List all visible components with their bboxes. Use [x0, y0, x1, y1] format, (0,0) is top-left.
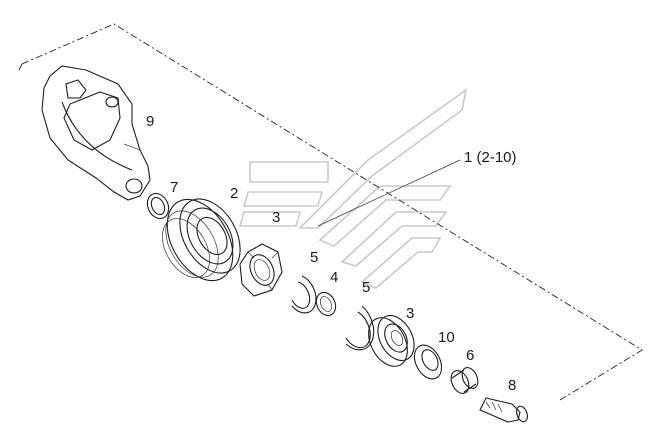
callout-bracket: 9 [146, 113, 154, 130]
bearing-large-part [162, 198, 241, 282]
callout-bolt: 8 [508, 377, 516, 394]
callout-circlip: 5 [362, 279, 370, 296]
assembly-boundary [17, 23, 643, 401]
bearing-small-part [368, 314, 415, 367]
callout-bearing-large: 2 [230, 185, 238, 202]
callout-snap-ring-small: 7 [170, 179, 178, 196]
callout-spacer-ring: 4 [330, 269, 338, 286]
seal-part [413, 344, 443, 380]
washer-part [315, 291, 337, 317]
callout-bushing: 6 [466, 347, 474, 364]
snap-ring-small-part [146, 192, 170, 220]
callout-seal: 10 [438, 329, 455, 346]
assembly-leader-line [317, 159, 461, 227]
bolt-part [479, 397, 528, 423]
bushing-part [450, 367, 479, 394]
callout-hub-retainer: 5 [310, 249, 318, 266]
stylized-logo-icon [238, 88, 468, 289]
callout-assembly: 1 (2-10) [464, 149, 517, 166]
spacer-ring-part [291, 275, 317, 314]
callout-bearing-large-inner: 3 [272, 209, 280, 226]
circlip-part [345, 305, 375, 351]
bracket-part [41, 65, 151, 201]
callout-bearing-small: 3 [406, 305, 414, 322]
hub-retainer-part [239, 243, 283, 297]
